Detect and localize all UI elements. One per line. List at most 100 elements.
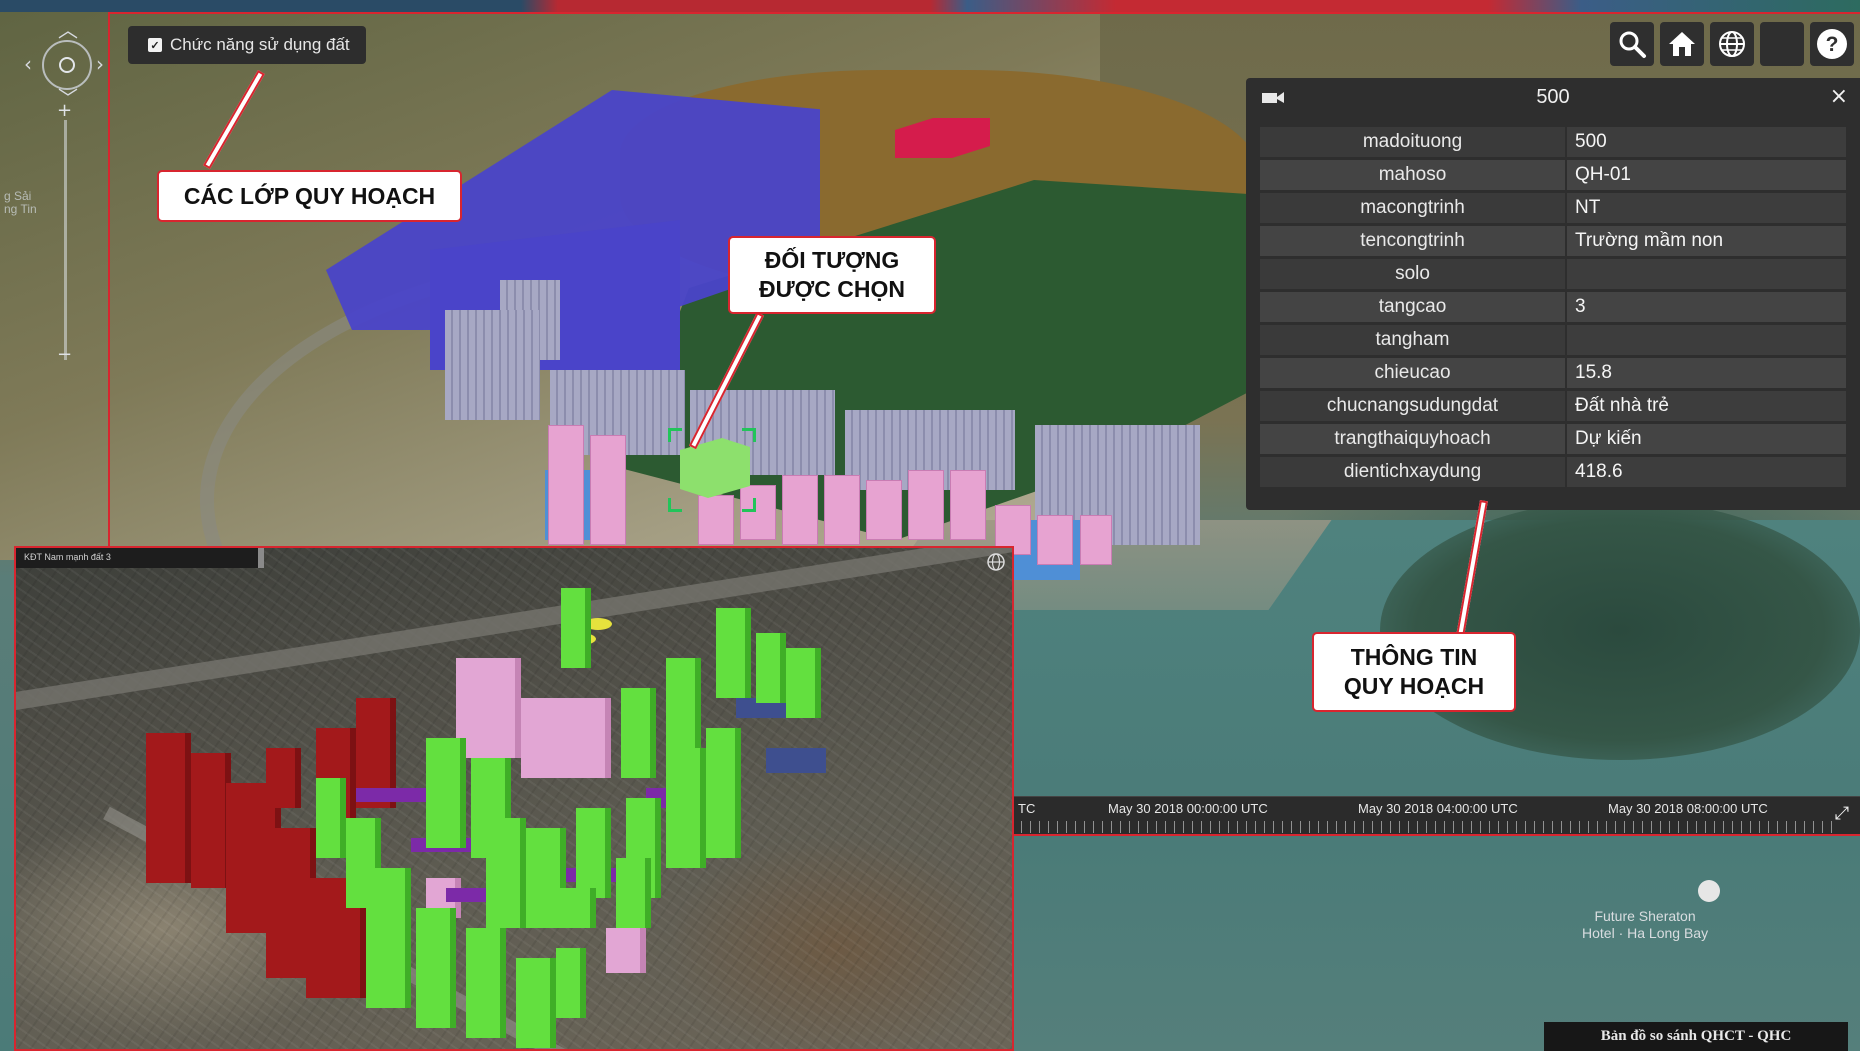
search-button[interactable]: [1610, 22, 1654, 66]
green-tower[interactable]: [666, 748, 706, 868]
help-button[interactable]: ?: [1810, 22, 1854, 66]
camera-icon[interactable]: [1262, 91, 1284, 104]
pink-building[interactable]: [740, 485, 776, 540]
hotel-map-label: Future Sheraton Hotel · Ha Long Bay: [1582, 908, 1708, 942]
pink-tower[interactable]: [456, 658, 521, 758]
green-tower[interactable]: [516, 958, 556, 1048]
attribute-key: tangcao: [1260, 292, 1565, 322]
globe-icon[interactable]: [986, 552, 1006, 572]
pink-building[interactable]: [866, 480, 902, 540]
green-tower[interactable]: [561, 588, 591, 668]
zoom-slider[interactable]: [64, 120, 67, 360]
purple-building[interactable]: [356, 788, 446, 802]
layers-button[interactable]: [1760, 22, 1804, 66]
pink-building[interactable]: [698, 495, 734, 545]
pink-tower[interactable]: [606, 928, 646, 973]
pink-building[interactable]: [824, 475, 860, 545]
red-tower[interactable]: [191, 753, 231, 888]
callout-planning-layers: CÁC LỚP QUY HOẠCH: [157, 170, 462, 222]
timeline-label: May 30 2018 08:00:00 UTC: [1608, 801, 1768, 816]
tower-block[interactable]: [445, 310, 540, 420]
attribute-value: 3: [1565, 292, 1846, 322]
compass-ring[interactable]: [42, 40, 92, 90]
globe-button[interactable]: [1710, 22, 1754, 66]
help-icon: ?: [1817, 29, 1847, 59]
attribute-key: chieucao: [1260, 358, 1565, 388]
green-tower[interactable]: [556, 948, 586, 1018]
attribute-key: trangthaiquyhoach: [1260, 424, 1565, 454]
attribute-key: tencongtrinh: [1260, 226, 1565, 256]
green-tower[interactable]: [486, 818, 526, 928]
green-tower[interactable]: [576, 808, 611, 898]
attribute-value: [1565, 259, 1846, 289]
info-panel-title: 500: [1536, 85, 1570, 108]
pink-building[interactable]: [590, 435, 626, 545]
selection-corner: [742, 498, 756, 512]
inset-3d-view[interactable]: KĐT Nam mạnh đất 3: [14, 546, 1014, 1051]
layer-checkbox[interactable]: ✓: [148, 38, 162, 52]
green-tower[interactable]: [426, 738, 466, 848]
attribute-key: tangham: [1260, 325, 1565, 355]
green-tower[interactable]: [756, 633, 786, 703]
timeline-label: May 30 2018 00:00:00 UTC: [1108, 801, 1268, 816]
zoom-in-icon[interactable]: +: [57, 100, 73, 121]
pink-building[interactable]: [908, 470, 944, 540]
green-tower[interactable]: [416, 908, 456, 1028]
green-tower[interactable]: [716, 608, 751, 698]
zoom-out-icon[interactable]: −: [57, 344, 73, 365]
attribute-value: 418.6: [1565, 457, 1846, 487]
green-tower[interactable]: [316, 778, 346, 858]
attribute-row: solo: [1260, 259, 1846, 289]
green-tower[interactable]: [786, 648, 821, 718]
callout-planning-info: THÔNG TIN QUY HOẠCH: [1312, 632, 1516, 712]
navigation-widget[interactable]: ︿ ‹ › ﹀: [22, 20, 112, 110]
side-label-line2: ng Tin: [4, 202, 37, 216]
timeline-ticks[interactable]: [1012, 821, 1832, 833]
planning-view-frame: [108, 12, 1860, 837]
selected-building[interactable]: [680, 438, 750, 498]
green-tower[interactable]: [616, 858, 651, 928]
split-divider[interactable]: [1012, 834, 1860, 836]
pink-building[interactable]: [782, 475, 818, 545]
pan-down-icon[interactable]: ﹀: [58, 86, 78, 110]
attribute-key: chucnangsudungdat: [1260, 391, 1565, 421]
green-tower[interactable]: [666, 658, 701, 753]
pan-up-icon[interactable]: ︿: [58, 18, 78, 42]
attribute-key: macongtrinh: [1260, 193, 1565, 223]
pink-building[interactable]: [950, 470, 986, 540]
info-panel-header: 500 ×: [1246, 78, 1860, 116]
pink-building[interactable]: [1080, 515, 1112, 565]
pink-building[interactable]: [1037, 515, 1073, 565]
yellow-feature[interactable]: [584, 618, 612, 630]
inset-title-bar: KĐT Nam mạnh đất 3: [16, 548, 264, 568]
compare-map-label: Bản đồ so sánh QHCT - QHC: [1544, 1022, 1848, 1051]
green-tower[interactable]: [536, 888, 596, 928]
navy-building[interactable]: [736, 698, 786, 718]
green-tower[interactable]: [706, 728, 741, 858]
timeline-labels: TC May 30 2018 00:00:00 UTC May 30 2018 …: [1012, 801, 1832, 817]
green-tower[interactable]: [466, 928, 506, 1038]
close-icon[interactable]: ×: [1829, 84, 1848, 109]
selection-corner: [668, 428, 682, 442]
hotel-label-line2: Hotel · Ha Long Bay: [1582, 925, 1709, 941]
green-tower[interactable]: [621, 688, 656, 778]
navy-building[interactable]: [766, 748, 826, 773]
pan-left-icon[interactable]: ‹: [24, 52, 32, 76]
red-tower[interactable]: [266, 748, 301, 808]
home-button[interactable]: [1660, 22, 1704, 66]
hotel-pin-icon[interactable]: [1698, 880, 1720, 902]
timeline-bar[interactable]: TC May 30 2018 00:00:00 UTC May 30 2018 …: [1012, 796, 1860, 836]
pink-tower[interactable]: [521, 698, 611, 778]
land-use-layer-toggle[interactable]: ✓ Chức năng sử dụng đất: [128, 26, 366, 64]
compass-center-icon[interactable]: [59, 57, 75, 73]
fullscreen-icon[interactable]: ⤢: [1834, 803, 1850, 824]
pan-right-icon[interactable]: ›: [96, 52, 104, 76]
green-tower[interactable]: [366, 868, 411, 1008]
pink-building[interactable]: [548, 425, 584, 545]
red-tower[interactable]: [146, 733, 191, 883]
selection-corner: [742, 428, 756, 442]
